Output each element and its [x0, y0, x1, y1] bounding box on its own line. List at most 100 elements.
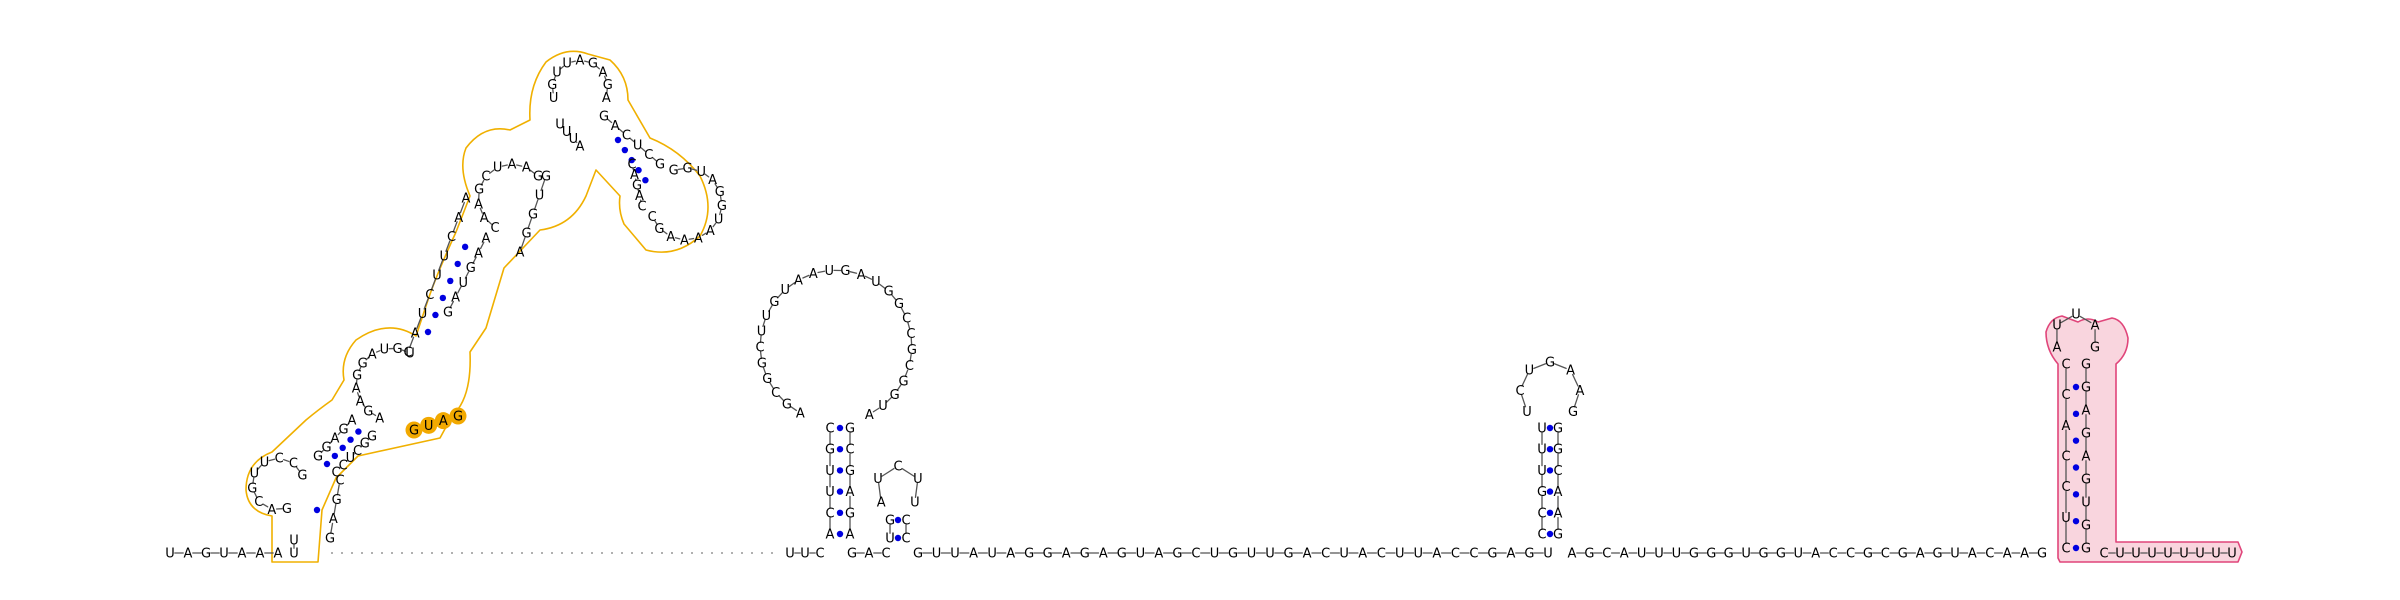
structure1-base: U — [493, 161, 503, 176]
structure1-backbone — [604, 75, 607, 81]
structure1-base: U — [696, 165, 706, 180]
hairpin3-base: G — [1553, 528, 1563, 543]
structure1-base: G — [603, 78, 613, 93]
structure1-backbone — [701, 232, 707, 236]
unpaired-gap-dot — [751, 552, 753, 554]
linker-base: A — [1358, 547, 1367, 562]
structure1-backbone — [409, 336, 415, 349]
terminator-base: C — [2061, 358, 2070, 373]
structure1-backbone — [449, 300, 455, 309]
linker-base: G — [1584, 547, 1594, 562]
linker-base: G — [1776, 547, 1786, 562]
hairpin2-backbone — [788, 282, 796, 288]
structure1-backbone — [560, 65, 565, 70]
hairpin2-base: G — [894, 297, 904, 312]
terminator-backbone — [2079, 315, 2092, 324]
unpaired-gap-dot — [431, 552, 433, 554]
linker-base: U — [987, 547, 997, 562]
structure1-base: G — [541, 170, 551, 185]
linker-base: U — [1395, 547, 1405, 562]
three-prime-base: U — [2227, 547, 2237, 562]
structure1-base: G — [632, 179, 642, 194]
five-prime-base: U — [219, 547, 229, 562]
hairpin3-base: A — [1566, 364, 1575, 379]
structure1-base: A — [680, 233, 689, 248]
hairpin2-base: G — [825, 443, 835, 458]
linker-base: U — [932, 547, 942, 562]
structure1-base: A — [375, 411, 384, 426]
structure1-base: A — [666, 230, 675, 245]
terminator-base: C — [2061, 450, 2070, 465]
structure1-backbone — [688, 237, 695, 240]
hairpin2-base: A — [809, 267, 818, 282]
structure1-backbone — [640, 147, 646, 152]
hairpin2-backbone — [891, 294, 897, 301]
hairpin2-backbone — [778, 395, 785, 402]
structure1-backbone — [256, 464, 262, 471]
hairpin2-backbone — [904, 369, 909, 378]
base-pair-dot — [461, 243, 469, 251]
unpaired-gap-dot — [581, 552, 583, 554]
hairpin3-base: U — [1522, 405, 1532, 420]
hairpin2-base: C — [902, 311, 911, 326]
unpaired-gap-dot — [671, 552, 673, 554]
structure1-base: U — [405, 346, 415, 361]
unpaired-gap-dot — [351, 552, 353, 554]
structure1-backbone — [516, 164, 523, 167]
structure1-backbone — [295, 466, 301, 472]
terminator-base: U — [2081, 496, 2091, 511]
hairpin3-base: C — [1553, 464, 1562, 479]
unpaired-gap-dot — [761, 552, 763, 554]
hairpin2-base: U — [871, 275, 881, 290]
hairpin2-base: U — [825, 485, 835, 500]
hairpin3-base: A — [1554, 506, 1563, 521]
unpaired-gap-dot — [741, 552, 743, 554]
hairpin2-backbone — [909, 353, 912, 362]
linker-base: A — [2020, 547, 2029, 562]
structure1-backbone — [464, 271, 470, 279]
structure1-backbone — [527, 217, 533, 230]
hairpin2-base: C — [905, 359, 914, 374]
structure1-base: U — [633, 138, 643, 153]
structure1-backbone — [533, 198, 539, 211]
unpaired-gap-dot — [771, 552, 773, 554]
highlighted-base-marker — [420, 416, 438, 434]
hairpin2-backbone — [885, 397, 892, 403]
linker-base: C — [1846, 547, 1855, 562]
linker-base: C — [1191, 547, 1200, 562]
linker-base: U — [1654, 547, 1664, 562]
three-prime-base: U — [2195, 547, 2205, 562]
base-pair-dot — [1546, 467, 1554, 474]
base-pair-dot — [1546, 488, 1554, 495]
structure1-backbone — [629, 137, 635, 143]
hairpin2-base: A — [865, 408, 874, 423]
unpaired-gap-dot — [591, 552, 593, 554]
terminator-base: A — [2082, 404, 2091, 419]
base-pair-dot — [635, 166, 642, 174]
terminator-base: U — [2061, 511, 2071, 526]
hairpin2-base: G — [845, 464, 855, 479]
linker-base: A — [2003, 547, 2012, 562]
structure1-base: A — [708, 173, 717, 188]
linker-base: A — [1062, 547, 1071, 562]
unpaired-gap-dot — [331, 552, 333, 554]
pair-layer — [313, 136, 2080, 552]
structure1-base: U — [458, 276, 468, 291]
structure1-backbone — [457, 286, 462, 294]
structure1-base: A — [598, 65, 607, 80]
five-prime-base: U — [165, 547, 175, 562]
three-prime-base: U — [2131, 547, 2141, 562]
linker-base: G — [1933, 547, 1943, 562]
terminator-region-highlight — [2045, 315, 2243, 563]
terminator-base: G — [2081, 427, 2091, 442]
structure1-base: U — [549, 91, 559, 106]
highlight-base: G — [409, 424, 419, 439]
hairpin2-backbone — [872, 407, 880, 413]
structure1-backbone — [674, 237, 681, 240]
hairpin3-backbone — [1520, 394, 1527, 408]
unpaired-gap-dot — [391, 552, 393, 554]
five-prime-base: A — [274, 547, 283, 562]
base-pair-dot — [2072, 383, 2080, 391]
base-pair-dot — [621, 146, 629, 154]
structure1-base: G — [443, 306, 453, 321]
